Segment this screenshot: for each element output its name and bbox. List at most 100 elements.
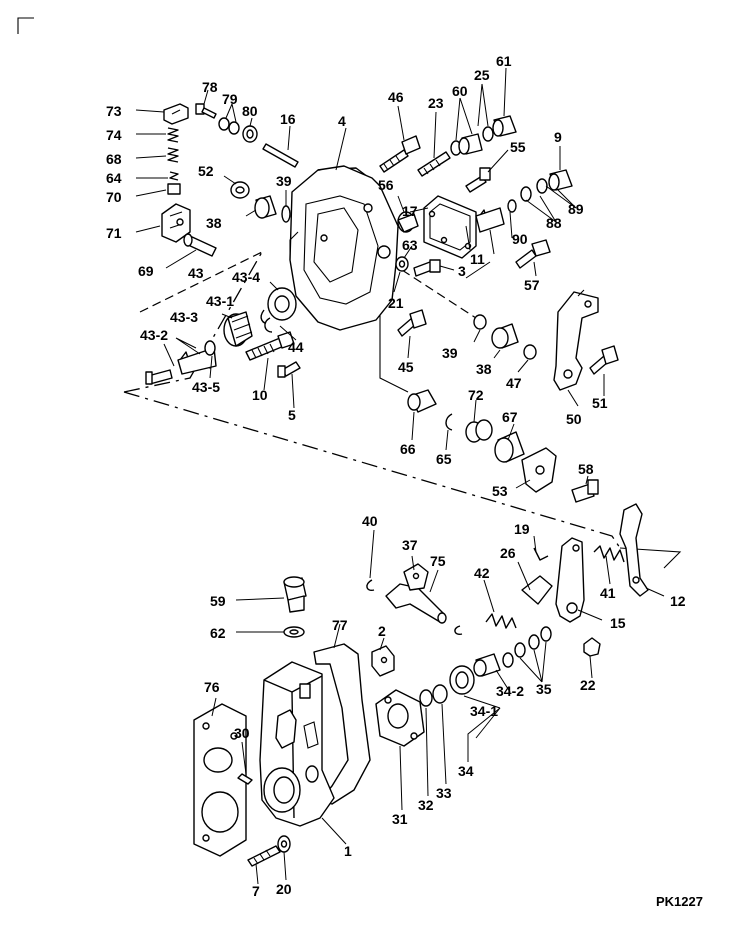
bolt-5: [277, 361, 301, 378]
bracket-50: [553, 289, 599, 391]
lever-53: [521, 447, 557, 493]
callout-51: 51: [592, 395, 608, 411]
washer-88a: [520, 186, 532, 202]
screw-3: [413, 259, 441, 277]
bushing-25: [458, 133, 483, 155]
callout-38a: 38: [206, 215, 222, 231]
washer-35c: [528, 634, 540, 650]
callout-22: 22: [580, 677, 596, 693]
callout-45: 45: [398, 359, 414, 375]
pin-69: [183, 233, 217, 257]
bracket-37: [403, 563, 429, 591]
cap-43-4: [260, 287, 297, 325]
callout-5: 5: [288, 407, 296, 423]
callout-41: 41: [600, 585, 616, 601]
callout-40: 40: [362, 513, 378, 529]
cap-61: [492, 115, 517, 137]
callout-20: 20: [276, 881, 292, 897]
washer-90: [507, 199, 517, 213]
nut-80: [242, 125, 258, 143]
callout-63: 63: [402, 237, 418, 253]
callout-16: 16: [280, 111, 296, 127]
callout-68: 68: [106, 151, 122, 167]
spring-11: [475, 207, 505, 233]
callout-43: 43: [188, 265, 204, 281]
spring-housing-43-1: [223, 311, 253, 347]
callout-21: 21: [388, 295, 404, 311]
washer-63-inner: [398, 260, 406, 268]
washer-47: [523, 344, 537, 360]
callout-47: 47: [506, 375, 522, 391]
sleeve-34-2: [473, 653, 501, 677]
spring-68: [167, 147, 179, 163]
callout-34-1: 34-1: [470, 703, 498, 719]
callout-62: 62: [210, 625, 226, 641]
bracket-15: [555, 537, 585, 623]
callout-23: 23: [428, 95, 444, 111]
spring-64: [169, 171, 179, 181]
callout-31: 31: [392, 811, 408, 827]
bushing-52: [230, 181, 250, 199]
nut-22: [583, 637, 601, 657]
pin-43-2: [145, 369, 173, 385]
callout-38b: 38: [476, 361, 492, 377]
callout-17: 17: [402, 203, 418, 219]
washer-79b: [228, 121, 240, 135]
gasket-76: [193, 703, 247, 857]
plug-38-lower: [491, 323, 519, 349]
callout-19: 19: [514, 521, 530, 537]
housing-1: [259, 661, 335, 827]
callout-53: 53: [492, 483, 508, 499]
sleeve-34-1: [449, 665, 475, 695]
callout-1: 1: [344, 843, 352, 859]
callout-61: 61: [496, 53, 512, 69]
callout-32: 32: [418, 797, 434, 813]
callout-90: 90: [512, 231, 528, 247]
screw-55: [465, 167, 491, 193]
washer-35a: [502, 652, 514, 668]
callout-74: 74: [106, 127, 122, 143]
washer-20: [277, 835, 291, 853]
callout-39a: 39: [276, 173, 292, 189]
bolt-10: [245, 331, 295, 361]
callout-75: 75: [430, 553, 446, 569]
callout-25: 25: [474, 67, 490, 83]
callout-65: 65: [436, 451, 452, 467]
callout-76: 76: [204, 679, 220, 695]
callout-70: 70: [106, 189, 122, 205]
pin-30: [237, 773, 253, 785]
callout-88: 88: [546, 215, 562, 231]
lever-12: [619, 503, 649, 597]
callout-labels: 73 74 68 64 70 71 69 78 79 80 16 4 52 39…: [106, 53, 686, 899]
diagram-code: PK1227: [656, 894, 703, 909]
callout-56: 56: [378, 177, 394, 193]
callout-58: 58: [578, 461, 594, 477]
bolt-58: [571, 479, 599, 503]
washer-32: [419, 689, 433, 707]
washer-62: [283, 626, 305, 638]
callout-26: 26: [500, 545, 516, 561]
screw-51: [589, 345, 619, 375]
callout-10: 10: [252, 387, 268, 403]
callout-72: 72: [468, 387, 484, 403]
clip-44: [264, 317, 273, 333]
oring-39-lower: [473, 314, 487, 330]
plate-2: [371, 645, 395, 677]
washer-33: [432, 684, 448, 704]
callout-66: 66: [400, 441, 416, 457]
alignment-line-66: [379, 300, 409, 393]
leader-lines: [135, 67, 665, 885]
callout-69: 69: [138, 263, 154, 279]
clip-40: [366, 579, 375, 592]
bracket-71: [161, 203, 191, 243]
alignment-line-left: [139, 251, 263, 313]
callout-57: 57: [524, 277, 540, 293]
callout-3: 3: [458, 263, 466, 279]
plug-66: [407, 389, 437, 413]
bolt-7: [247, 845, 281, 867]
cover-plate-17: [423, 195, 477, 259]
callout-52: 52: [198, 163, 214, 179]
oring-39-upper: [281, 205, 291, 223]
clip-40b: [454, 625, 463, 636]
